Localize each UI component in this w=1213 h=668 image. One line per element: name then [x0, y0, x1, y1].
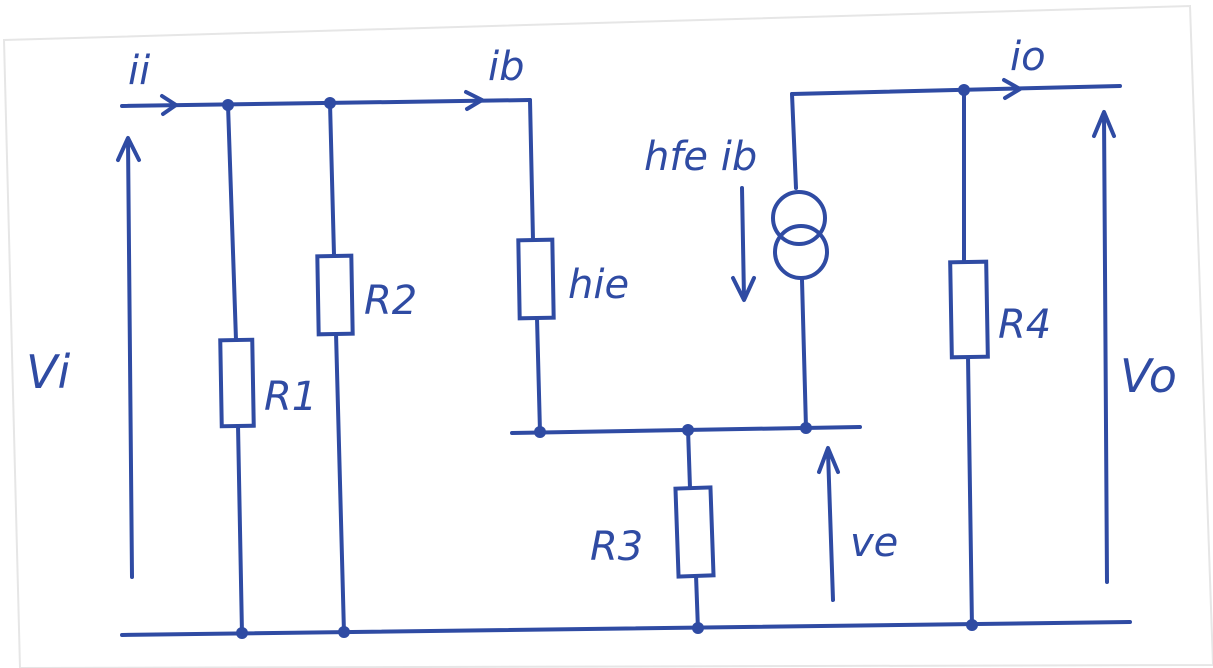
junction-dot	[958, 84, 970, 96]
junction-dot	[692, 622, 704, 634]
source-top-wire	[790, 92, 798, 190]
r2-label: R2	[364, 278, 417, 324]
source-direction-arrow-icon	[731, 186, 756, 302]
source-bottom-wire	[800, 278, 808, 430]
resistor-r2	[315, 253, 355, 337]
input-voltage-arrow-icon	[116, 136, 141, 579]
resistor-hie	[516, 237, 556, 321]
junction-dot	[800, 422, 812, 434]
output-voltage-arrow-icon	[1092, 110, 1116, 584]
resistor-r1	[218, 337, 256, 429]
input-current-label: ii	[128, 48, 150, 94]
junction-dot	[324, 97, 336, 109]
r2-top-wire	[328, 101, 336, 257]
r4-bottom-wire	[966, 354, 974, 630]
output-voltage-label: Vo	[1120, 349, 1177, 403]
base-current-arrow-icon	[464, 90, 484, 111]
r2-bottom-wire	[334, 331, 346, 635]
emitter-voltage-label: ve	[850, 520, 898, 566]
r4-label: R4	[998, 302, 1051, 348]
r1-label: R1	[264, 374, 317, 420]
base-current-label: ib	[488, 44, 525, 90]
r3-label: R3	[590, 524, 643, 570]
junction-dot	[682, 424, 694, 436]
current-source-circle-top	[771, 190, 827, 246]
input-current-arrow-icon	[160, 94, 178, 116]
base-wire	[528, 98, 535, 242]
r3-top-wire	[686, 427, 692, 490]
emitter-voltage-arrow-icon	[817, 446, 840, 602]
resistor-r3	[673, 485, 716, 579]
ground-wire	[120, 620, 1132, 637]
output-current-arrow-icon	[1002, 78, 1022, 100]
junction-dot	[222, 99, 234, 111]
hie-to-emitter-wire	[535, 316, 542, 434]
hie-label: hie	[568, 262, 629, 308]
resistor-r4	[948, 259, 990, 360]
dependent-source-label: hfe ib	[644, 134, 757, 180]
output-current-label: io	[1010, 34, 1046, 80]
r3-bottom-wire	[694, 573, 700, 632]
junction-dot	[338, 626, 350, 638]
input-voltage-label: Vi	[26, 345, 70, 399]
collector-top-wire	[790, 84, 1122, 96]
junction-dot	[534, 426, 546, 438]
paper-sheet	[2, 4, 1213, 668]
r1-bottom-wire	[236, 423, 244, 636]
r1-top-wire	[226, 103, 238, 342]
current-source-circle-bottom	[773, 224, 829, 280]
junction-dot	[236, 627, 248, 639]
junction-dot	[966, 619, 978, 631]
